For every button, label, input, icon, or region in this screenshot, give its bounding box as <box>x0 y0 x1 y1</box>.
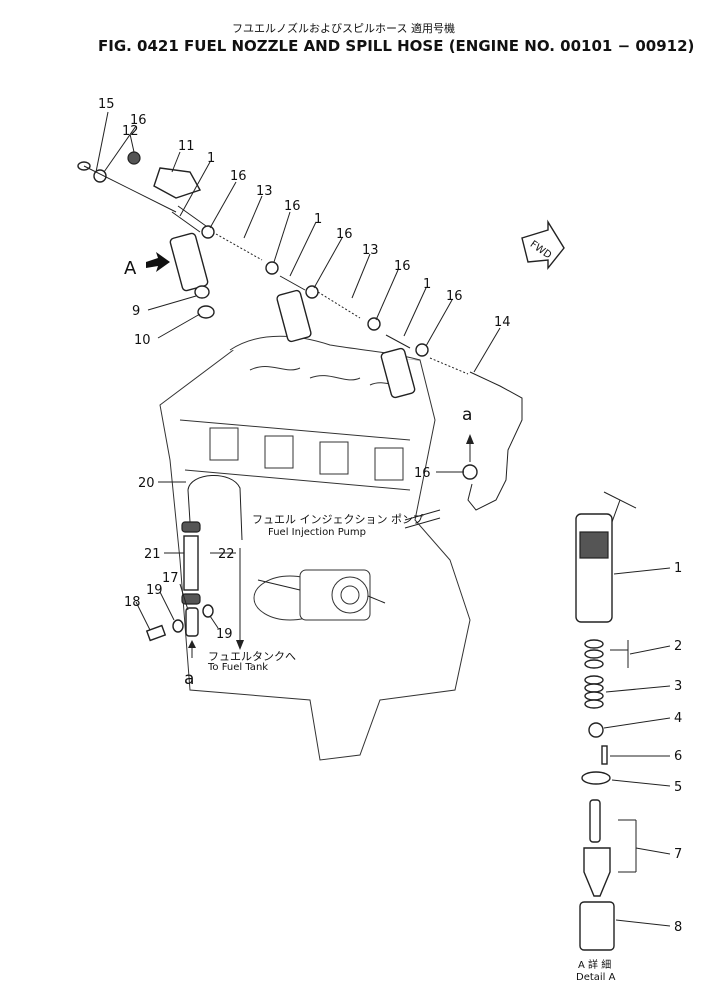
shims-2 <box>584 639 604 669</box>
washer-19-b <box>202 604 214 618</box>
retaining-nut-8 <box>579 901 615 951</box>
callout-16: 16 <box>284 199 301 214</box>
callout-9: 9 <box>132 304 140 319</box>
seal-part-12 <box>127 151 141 165</box>
detail-a <box>575 491 637 951</box>
injection-pump-jp: フュエル インジェクション ポンプ <box>252 513 424 526</box>
callout-15: 15 <box>98 97 115 112</box>
seat-4 <box>588 722 604 738</box>
callout-8: 8 <box>674 920 682 935</box>
callout-5: 5 <box>674 780 682 795</box>
callout-14: 14 <box>494 315 511 330</box>
callout-17: 17 <box>162 571 179 586</box>
spring-3 <box>584 675 604 709</box>
callout-16: 16 <box>394 259 411 274</box>
spacer-5 <box>581 771 611 785</box>
injection-pump-en: Fuel Injection Pump <box>268 527 366 538</box>
nozzle-assembly-1 <box>169 205 215 319</box>
to-fuel-tank-jp: フュエルタンクへ <box>208 650 296 663</box>
callout-1: 1 <box>207 151 215 166</box>
joint-17 <box>185 607 199 637</box>
callout-21: 21 <box>144 547 161 562</box>
callout-16: 16 <box>230 169 247 184</box>
callout-16: 16 <box>130 113 147 128</box>
fuel-injection-pump <box>253 569 386 621</box>
view-a-arrow <box>146 252 170 272</box>
ref-a-upper: a <box>462 405 472 425</box>
callout-13: 13 <box>256 184 273 199</box>
nozzle-holder-1 <box>575 513 613 623</box>
pin-6 <box>601 745 608 765</box>
callout-7: 7 <box>674 847 682 862</box>
callout-3: 3 <box>674 679 682 694</box>
callout-16: 16 <box>414 466 431 481</box>
callout-16: 16 <box>446 289 463 304</box>
plate-part-11 <box>153 167 202 199</box>
callout-1: 1 <box>423 277 431 292</box>
fwd-arrow: FWD <box>521 219 565 270</box>
bolt-18 <box>145 624 167 642</box>
view-a-label: A <box>124 258 137 279</box>
callouts-engine: 15 16 12 11 1 16 13 16 1 16 13 16 1 16 1… <box>98 97 511 642</box>
title-english: FIG. 0421 FUEL NOZZLE AND SPILL HOSE (EN… <box>98 37 694 55</box>
to-fuel-tank-en: To Fuel Tank <box>207 662 268 673</box>
spill-hoses <box>215 233 469 375</box>
spill-hose-14 <box>467 371 523 511</box>
engine-block <box>159 335 471 761</box>
hose-20 <box>187 475 243 541</box>
callout-12: 12 <box>122 124 139 139</box>
callout-22: 22 <box>218 547 235 562</box>
hose-21 <box>183 535 199 591</box>
callout-16: 16 <box>336 227 353 242</box>
washer-19-a <box>172 619 184 633</box>
callout-18: 18 <box>124 595 141 610</box>
nozzle-assembly-2 <box>276 275 312 343</box>
leader-lines <box>95 111 671 927</box>
nozzle-assembly-3 <box>380 334 416 399</box>
callout-19: 19 <box>146 583 163 598</box>
callout-1: 1 <box>314 212 322 227</box>
callout-13: 13 <box>362 243 379 258</box>
callout-4: 4 <box>674 711 682 726</box>
callout-20: 20 <box>138 476 155 491</box>
nozzle-body-7 <box>583 847 611 897</box>
detail-a-jp: A 詳 細 <box>578 958 611 971</box>
ref-a-lower: a <box>184 669 194 689</box>
callout-11: 11 <box>178 139 195 154</box>
needle-7 <box>589 799 601 843</box>
callout-6: 6 <box>674 749 682 764</box>
clamps <box>93 169 478 480</box>
callout-2: 2 <box>674 639 682 654</box>
callout-1-detail: 1 <box>674 561 682 576</box>
title-japanese: フユエルノズルおよびスピルホース 適用号機 <box>232 21 455 35</box>
callout-10: 10 <box>134 333 151 348</box>
detail-a-en: Detail A <box>576 972 616 983</box>
callout-19: 19 <box>216 627 233 642</box>
callouts-detail: 1 2 3 4 6 5 7 8 <box>674 561 682 935</box>
